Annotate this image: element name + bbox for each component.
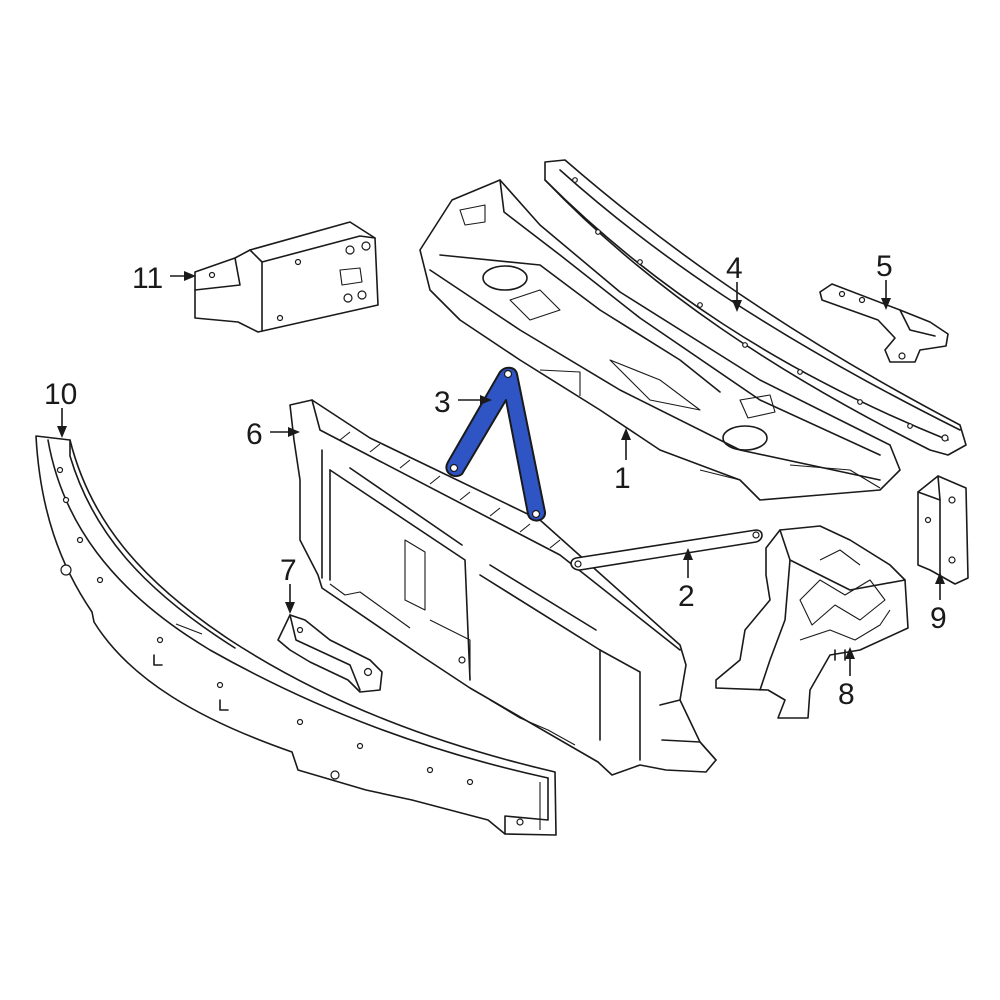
callout-leaders — [57, 271, 945, 676]
callout-9: 9 — [930, 602, 947, 635]
part-9-plate-bracket[interactable] — [917, 475, 969, 585]
callout-2: 2 — [678, 580, 695, 613]
part-10-reinforcement-beam[interactable] — [35, 435, 557, 836]
callout-7: 7 — [280, 554, 297, 587]
callout-labels: 1 2 3 4 5 6 7 8 9 10 11 — [44, 250, 947, 711]
callout-3: 3 — [434, 386, 451, 419]
part-3-brace-highlighted[interactable] — [445, 366, 546, 522]
part-5-bracket[interactable] — [819, 283, 949, 363]
callout-1: 1 — [614, 462, 631, 495]
part-2-rod[interactable] — [570, 529, 763, 571]
callout-4: 4 — [726, 252, 743, 285]
part-11-bracket[interactable] — [194, 221, 379, 333]
callout-11: 11 — [132, 262, 163, 295]
callout-10: 10 — [44, 378, 77, 411]
part-8-air-deflector[interactable] — [715, 525, 909, 719]
callout-8: 8 — [838, 678, 855, 711]
callout-5: 5 — [876, 250, 893, 283]
callout-6: 6 — [246, 418, 263, 451]
part-1-upper-tie-bar[interactable] — [419, 179, 901, 501]
part-4-upper-rail[interactable] — [544, 159, 967, 456]
part-7-bracket[interactable] — [277, 614, 383, 693]
